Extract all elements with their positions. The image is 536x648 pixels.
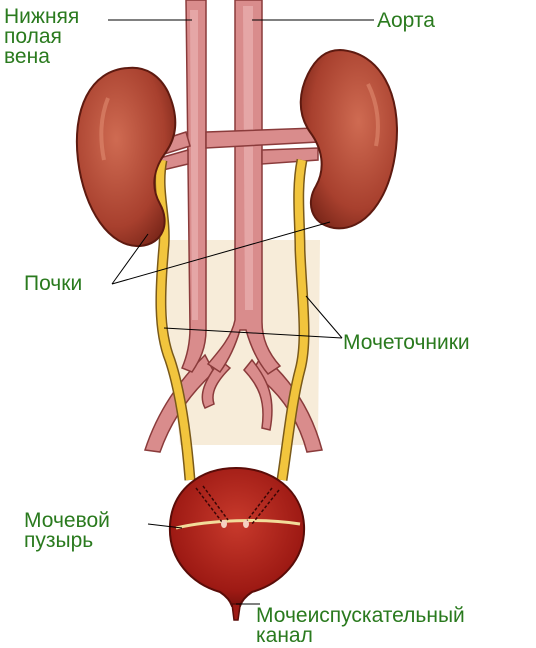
label-ivc-line-3: вена (4, 47, 79, 67)
label-urethra-line-2: канал (256, 626, 465, 646)
right-kidney (301, 50, 397, 228)
label-ureters-text: Мочеточники (343, 333, 470, 353)
label-ureters: Мочеточники (343, 333, 470, 353)
label-bladder-line-1: Мочевой (24, 511, 110, 531)
label-ivc-line-1: Нижняя (4, 7, 79, 27)
label-bladder-line-2: пузырь (24, 531, 110, 551)
label-inferior-vena-cava: Нижняя полая вена (4, 7, 79, 67)
label-aorta: Аорта (377, 11, 435, 31)
label-kidneys: Почки (24, 274, 82, 294)
label-aorta-text: Аорта (377, 11, 435, 31)
bladder (170, 468, 304, 606)
label-kidneys-text: Почки (24, 274, 82, 294)
urethra (232, 604, 240, 620)
label-urethra: Мочеиспускательный канал (256, 606, 465, 646)
left-kidney (77, 68, 175, 246)
label-ivc-line-2: полая (4, 27, 79, 47)
label-bladder: Мочевой пузырь (24, 511, 110, 551)
label-urethra-line-1: Мочеиспускательный (256, 606, 465, 626)
